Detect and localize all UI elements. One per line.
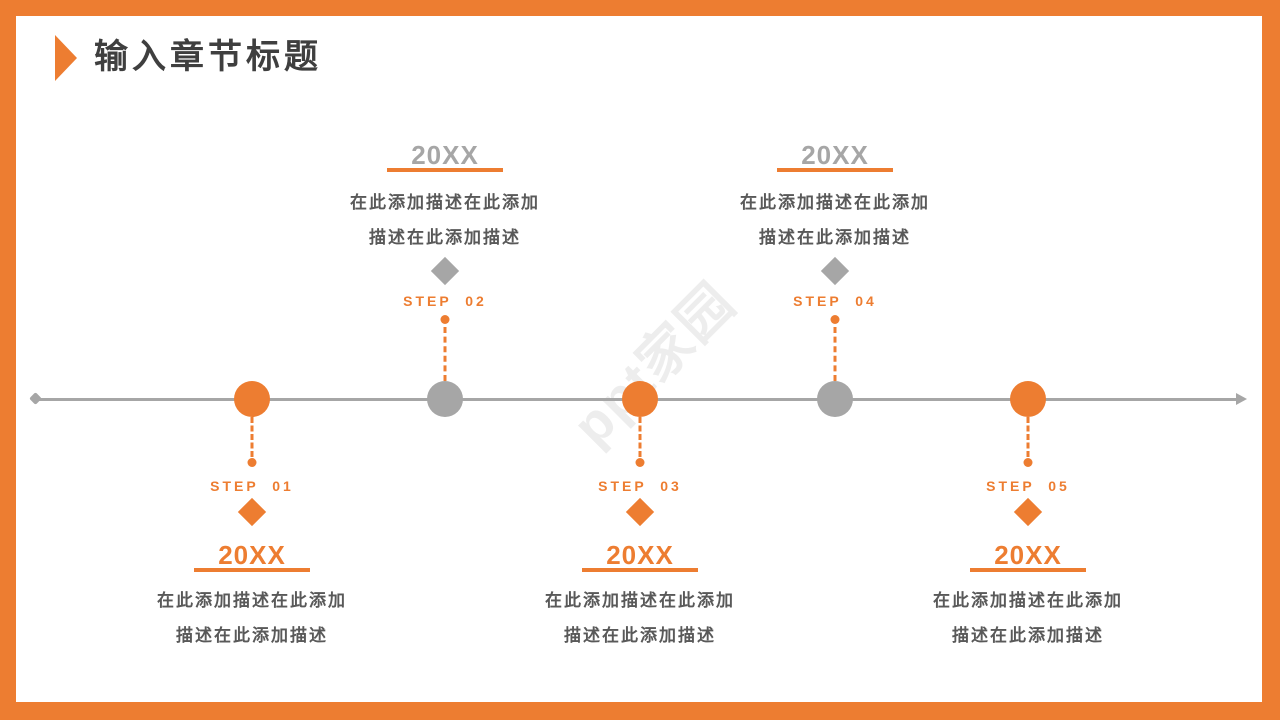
year-label: 20XX bbox=[411, 140, 479, 170]
step-label: STEP 01 bbox=[210, 478, 294, 494]
connector-dot bbox=[635, 458, 645, 467]
title-marker-icon bbox=[55, 35, 77, 81]
connector-dash bbox=[443, 327, 447, 381]
timeline-node-2 bbox=[427, 381, 463, 417]
year-label: 20XX bbox=[801, 140, 869, 170]
connector-dot bbox=[830, 315, 840, 324]
connector-dot bbox=[440, 315, 450, 324]
year-label: 20XX bbox=[606, 540, 674, 570]
step-label: STEP 03 bbox=[598, 478, 682, 494]
year-underline bbox=[387, 168, 503, 172]
timeline-item-2: 20XX 在此添加描述在此添加 描述在此添加描述 STEP 02 bbox=[325, 138, 565, 393]
connector-dash bbox=[1026, 417, 1030, 457]
step-label: STEP 05 bbox=[986, 478, 1070, 494]
description-line: 在此添加描述在此添加 bbox=[933, 591, 1123, 610]
timeline-item-5: STEP 05 20XX 在此添加描述在此添加 描述在此添加描述 bbox=[908, 410, 1148, 665]
connector-dash bbox=[833, 327, 837, 381]
year-underline bbox=[582, 568, 698, 572]
description-line: 描述在此添加描述 bbox=[369, 228, 521, 247]
diamond-icon bbox=[237, 497, 267, 527]
timeline-item-3: STEP 03 20XX 在此添加描述在此添加 描述在此添加描述 bbox=[520, 410, 760, 665]
year-label: 20XX bbox=[994, 540, 1062, 570]
description-line: 描述在此添加描述 bbox=[176, 626, 328, 645]
description-line: 描述在此添加描述 bbox=[952, 626, 1104, 645]
timeline-arrow-icon bbox=[1236, 393, 1247, 405]
description-line: 在此添加描述在此添加 bbox=[157, 591, 347, 610]
diamond-icon bbox=[820, 256, 850, 286]
diamond-icon bbox=[625, 497, 655, 527]
description-line: 描述在此添加描述 bbox=[759, 228, 911, 247]
connector-dash bbox=[250, 417, 254, 457]
description-line: 在此添加描述在此添加 bbox=[545, 591, 735, 610]
timeline-node-5 bbox=[1010, 381, 1046, 417]
diamond-icon bbox=[430, 256, 460, 286]
timeline-node-1 bbox=[234, 381, 270, 417]
timeline-item-1: STEP 01 20XX 在此添加描述在此添加 描述在此添加描述 bbox=[132, 410, 372, 665]
timeline-node-4 bbox=[817, 381, 853, 417]
description-line: 在此添加描述在此添加 bbox=[740, 193, 930, 212]
page-title: 输入章节标题 bbox=[94, 38, 322, 76]
year-underline bbox=[777, 168, 893, 172]
description-line: 在此添加描述在此添加 bbox=[350, 193, 540, 212]
diamond-icon bbox=[1013, 497, 1043, 527]
step-label: STEP 04 bbox=[793, 293, 877, 309]
timeline-item-4: 20XX 在此添加描述在此添加 描述在此添加描述 STEP 04 bbox=[715, 138, 955, 393]
connector-dot bbox=[1023, 458, 1033, 467]
step-label: STEP 02 bbox=[403, 293, 487, 309]
year-underline bbox=[194, 568, 310, 572]
timeline-start-dot bbox=[29, 392, 42, 405]
connector-dash bbox=[638, 417, 642, 457]
year-label: 20XX bbox=[218, 540, 286, 570]
description-line: 描述在此添加描述 bbox=[564, 626, 716, 645]
connector-dot bbox=[247, 458, 257, 467]
timeline-node-3 bbox=[622, 381, 658, 417]
year-underline bbox=[970, 568, 1086, 572]
